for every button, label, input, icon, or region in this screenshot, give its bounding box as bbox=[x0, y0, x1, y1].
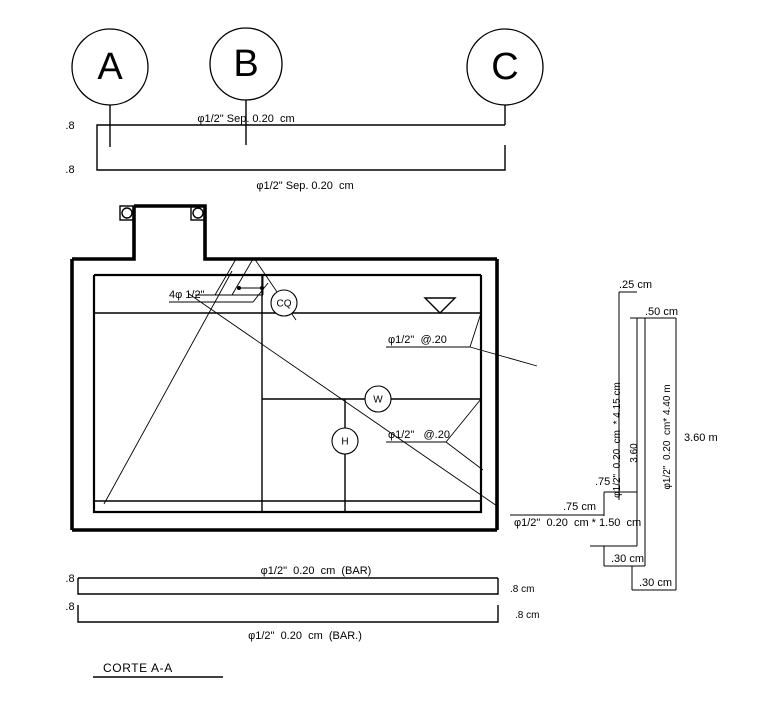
top-rebar-2-polyline bbox=[96, 145, 506, 171]
dim-label-75: .75 bbox=[595, 476, 610, 488]
top-rebar-run-1 bbox=[96, 124, 505, 145]
pedestal-column bbox=[119, 204, 207, 259]
rebar-note-1-leader-a bbox=[469, 312, 482, 348]
grid-bubble-b-group bbox=[209, 27, 283, 145]
bottom-bar-2-note: φ1/2" 0.20 cm (BAR.) bbox=[248, 630, 362, 642]
drawing-title: CORTE A-A bbox=[103, 661, 173, 675]
bottom-bar-2-group bbox=[77, 605, 499, 623]
bottom-bar-2-polyline bbox=[77, 605, 499, 623]
stirrup-hatch-1 bbox=[214, 258, 237, 296]
bottom-bar-1-note: φ1/2" 0.20 cm (BAR) bbox=[261, 565, 372, 577]
top-rebar-1-polyline bbox=[96, 124, 505, 145]
dim-label-50cm: .50 cm bbox=[645, 306, 678, 318]
top-rebar-run-2 bbox=[96, 145, 506, 171]
dim-label-415cm-rotated: φ1/2" 0.20 cm * 4.15 cm bbox=[612, 382, 623, 498]
bubble-cq-group: CQ bbox=[270, 289, 298, 317]
top-rebar-2-note: φ1/2" Sep. 0.20 cm bbox=[256, 180, 353, 192]
grid-bubble-a-group bbox=[71, 28, 149, 147]
inner-wall-polyline bbox=[92, 275, 483, 514]
dim-label-30cm-b: .30 cm bbox=[639, 577, 672, 589]
bottom-bar-2-right-label: .8 cm bbox=[515, 610, 539, 621]
grid-bubble-c-label: C bbox=[491, 46, 518, 88]
rebar-note-2: φ1/2" @.20 bbox=[388, 429, 450, 441]
rebar-note-1: φ1/2" @.20 bbox=[388, 334, 447, 346]
dim-label-25cm: .25 cm bbox=[619, 279, 652, 291]
grid-bubble-c-group bbox=[466, 28, 544, 125]
stirrup-hatch-2 bbox=[231, 258, 254, 296]
top-rebar-2-left-label: .8 bbox=[65, 164, 74, 176]
bubble-w-group: W bbox=[364, 385, 392, 413]
bubble-cq-circle bbox=[270, 289, 298, 317]
pedestal-rebar-circle-left bbox=[121, 207, 133, 219]
bubble-h-circle bbox=[331, 427, 359, 455]
rebar-note-2-leader-b bbox=[445, 441, 484, 471]
bottom-bar-1-polyline bbox=[77, 578, 499, 595]
bubble-h-group: H bbox=[331, 427, 359, 455]
bottom-bar-1-left-label: .8 bbox=[65, 573, 74, 585]
water-level-triangle-icon bbox=[423, 297, 457, 314]
grid-bubble-b-label: B bbox=[233, 43, 258, 85]
pedestal-rebar-box-left bbox=[119, 205, 135, 221]
bubble-w-label: W bbox=[373, 395, 383, 406]
bottom-bar-2-left-label: .8 bbox=[65, 601, 74, 613]
rebar-note-1-leader-b bbox=[469, 346, 538, 367]
grid-bubble-a-label: A bbox=[97, 46, 123, 88]
bottom-bar-1-group bbox=[77, 577, 499, 595]
diagonal-left bbox=[103, 270, 233, 505]
water-level-symbol-group bbox=[423, 297, 457, 314]
dim-label-440m-rotated: φ1/2" 0.20 cm* 4.40 m bbox=[662, 384, 673, 489]
dim-label-360m: 3.60 m bbox=[684, 432, 718, 444]
bubble-h-label: H bbox=[341, 437, 348, 448]
stirrup-detail bbox=[169, 258, 269, 303]
pedestal-rebar-circle-right bbox=[192, 207, 204, 219]
rebar-note-leaders bbox=[386, 312, 538, 471]
top-rebar-1-note: φ1/2" Sep. 0.20 cm bbox=[197, 113, 294, 125]
bubble-w-circle bbox=[364, 385, 392, 413]
dim-label-360-rotated: 3.60 bbox=[629, 443, 640, 463]
rebar-note-2-leader-a bbox=[445, 398, 482, 443]
column-note-leader bbox=[252, 282, 269, 303]
top-rebar-1-left-label: .8 bbox=[65, 120, 74, 132]
bottom-inside-note: φ1/2" 0.20 cm * 1.50 cm bbox=[514, 517, 641, 529]
dim-label-75cm: .75 cm bbox=[563, 501, 596, 513]
bubble-cq-label: CQ bbox=[277, 299, 292, 310]
column-rebar-note: 4φ 1/2" bbox=[169, 289, 205, 301]
bottom-bar-1-right-label: .8 cm bbox=[510, 584, 534, 595]
pedestal-rebar-box-right bbox=[190, 205, 206, 221]
dim-label-30cm-a: .30 cm bbox=[611, 553, 644, 565]
right-dimension-stack bbox=[510, 291, 677, 591]
diagonal-main bbox=[188, 293, 498, 507]
